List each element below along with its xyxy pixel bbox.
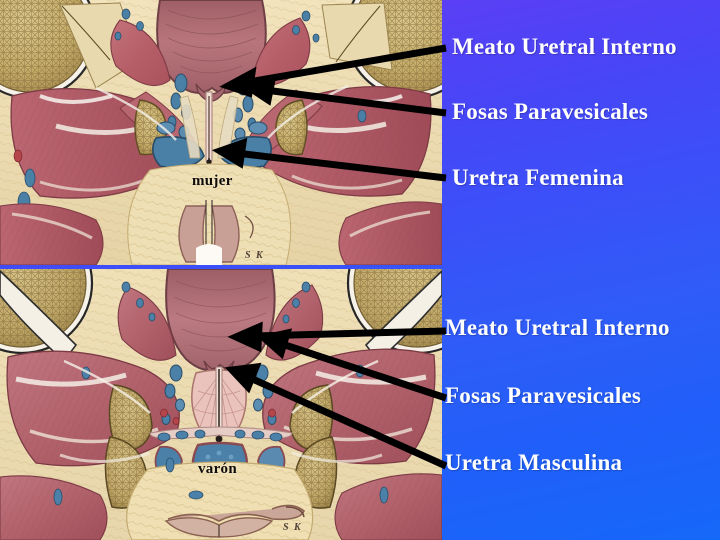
- artist-signature-male: S K: [283, 522, 303, 533]
- label-female-meato-uretral-interno: Meato Uretral Interno: [452, 34, 677, 59]
- label-female-fosas-paravesicales: Fosas Paravesicales: [452, 99, 649, 124]
- anatomy-figure-male: [0, 269, 442, 540]
- paravesical-fossa-left: [161, 364, 185, 425]
- label-female-uretra-femenina: Uretra Femenina: [452, 165, 624, 190]
- figure-caption-male: varón: [198, 461, 237, 477]
- label-male-meato-uretral-interno: Meato Uretral Interno: [445, 315, 670, 340]
- anatomy-figure-female: [0, 0, 442, 265]
- label-male-uretra-masculina: Uretra Masculina: [445, 450, 623, 475]
- scrotal-root-structures: [164, 504, 305, 538]
- male-coronal-section-illustration: [0, 269, 442, 540]
- female-urethra: [205, 91, 213, 184]
- label-male-fosas-paravesicales: Fosas Paravesicales: [445, 383, 642, 408]
- artist-signature-female: S K: [245, 250, 265, 261]
- male-urethra: [215, 366, 223, 455]
- female-coronal-section-illustration: [0, 0, 442, 265]
- bone-ischiopubic-ramus-left: [108, 384, 153, 451]
- figure-caption-female: mujer: [192, 173, 233, 189]
- bone-femoral-head-left: [0, 269, 94, 355]
